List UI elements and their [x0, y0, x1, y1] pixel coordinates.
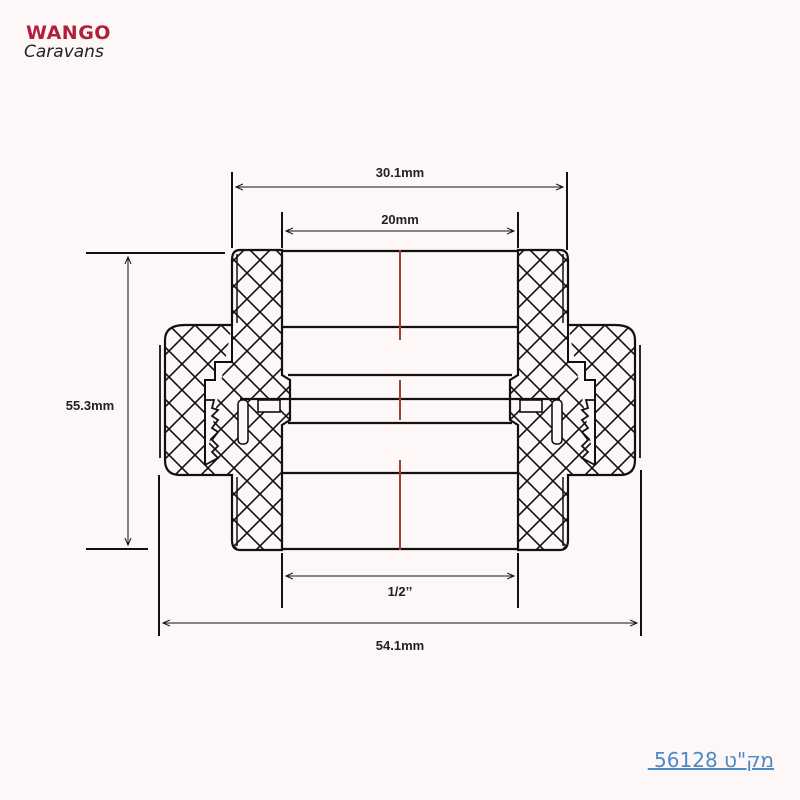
- logo: WANGO Caravans: [24, 22, 134, 68]
- sku-link[interactable]: 56128 מק"ט: [647, 748, 774, 772]
- dim-thread: 1/2’’: [388, 584, 413, 599]
- fitting-left-half: [159, 248, 292, 552]
- dim-top-outer: 30.1mm: [376, 165, 424, 180]
- logo-line2: Caravans: [24, 42, 104, 62]
- fitting-right-half: [508, 248, 642, 552]
- dim-overall-width: 54.1mm: [376, 638, 424, 653]
- dimension-lines: [86, 172, 642, 636]
- logo-line1: WANGO: [26, 22, 111, 44]
- dim-top-inner: 20mm: [381, 212, 419, 227]
- dim-height: 55.3mm: [66, 398, 114, 413]
